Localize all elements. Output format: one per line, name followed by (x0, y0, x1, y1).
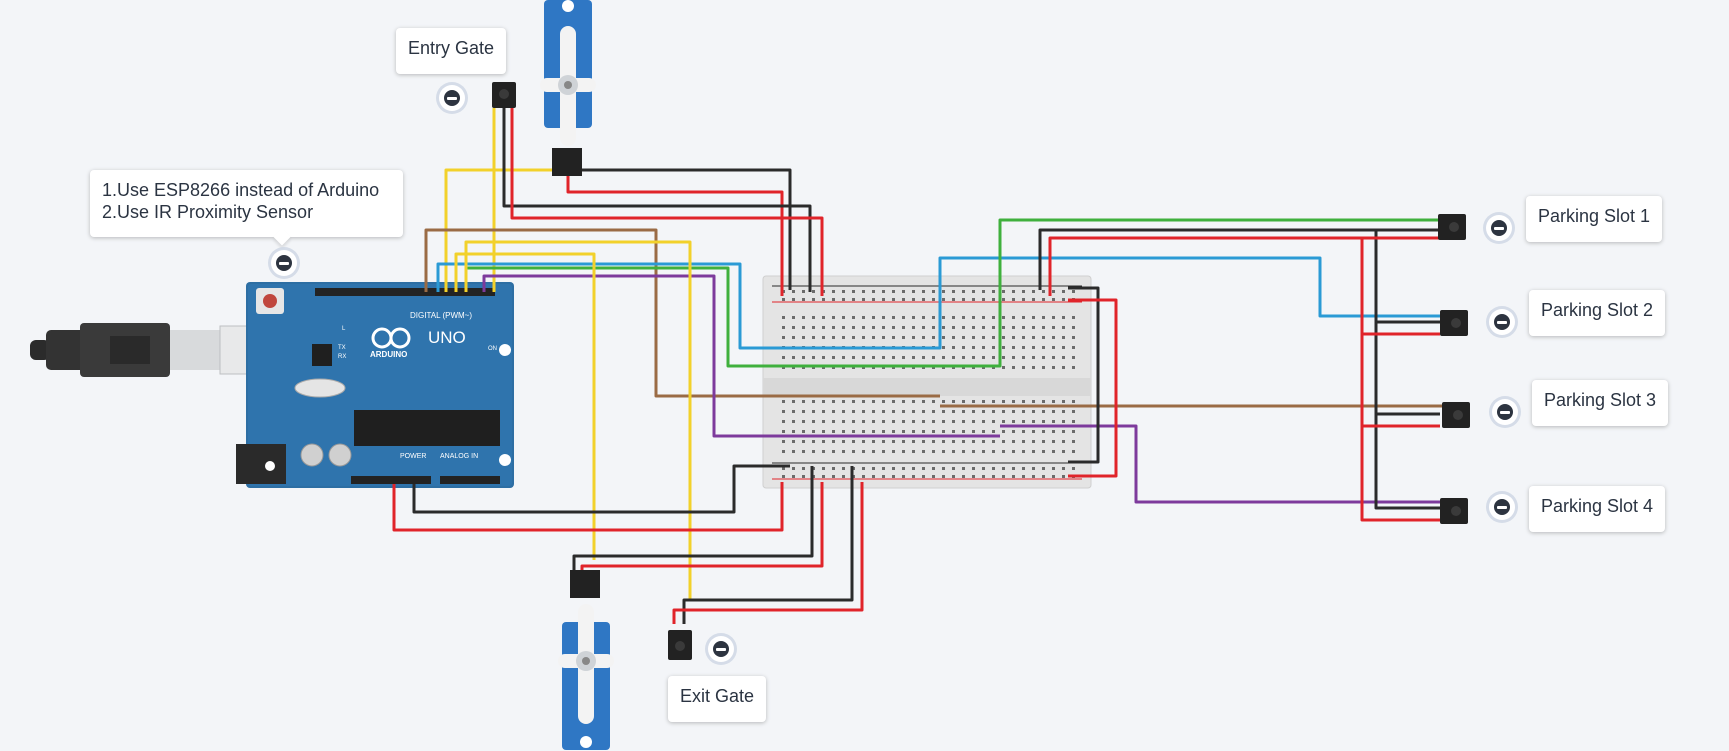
entry-gate-servo[interactable] (540, 0, 596, 176)
parking-slot-1-label[interactable]: Parking Slot 1 (1526, 196, 1663, 242)
parking-slot-4-label[interactable]: Parking Slot 4 (1529, 486, 1666, 532)
l-led-label: L (342, 326, 346, 332)
wire-entry-sensor-black[interactable] (502, 108, 812, 292)
design-note[interactable]: 1.Use ESP8266 instead of Arduino 2.Use I… (90, 170, 403, 246)
wire-purple[interactable] (482, 274, 1444, 504)
wire-rail-red-jumper[interactable] (1068, 298, 1118, 478)
wire-5v-arduino[interactable] (392, 482, 784, 532)
analog-in-label: ANALOG IN (440, 453, 478, 460)
parking-slot-3-text: Parking Slot 3 (1544, 390, 1657, 410)
slot2-ir-sensor[interactable] (1440, 310, 1468, 336)
wire-gnd-arduino[interactable] (412, 464, 790, 514)
wire-slot-black-bus[interactable] (1038, 228, 1440, 510)
note-line-1: 1.Use ESP8266 instead of Arduino (102, 180, 380, 200)
collapse-slot1-icon[interactable] (1486, 215, 1512, 241)
collapse-entry-gate-icon[interactable] (439, 85, 465, 111)
slot3-ir-sensor[interactable] (1442, 402, 1470, 428)
exit-gate-text: Exit Gate (680, 686, 755, 706)
arduino-brand: ARDUINO (370, 350, 407, 359)
collapse-slot3-icon[interactable] (1492, 399, 1518, 425)
arduino-model: UNO (428, 328, 466, 347)
on-led-label: ON (488, 346, 497, 352)
collapse-note-icon[interactable] (271, 250, 297, 276)
wire-rail-black-jumper[interactable] (1068, 286, 1100, 464)
collapse-exit-gate-icon[interactable] (708, 636, 734, 662)
digital-pwm-label: DIGITAL (PWM~) (410, 311, 472, 320)
wire-exit-servo-black[interactable] (572, 466, 814, 570)
arduino-uno-board[interactable]: ARDUINO UNO DIGITAL (PWM~) POWER ANALOG … (236, 282, 514, 488)
parking-slot-1-text: Parking Slot 1 (1538, 206, 1651, 226)
exit-gate-servo[interactable] (558, 570, 614, 750)
wire-exit-sensor-red[interactable] (672, 482, 864, 624)
wire-exit-sensor-black[interactable] (682, 466, 854, 624)
parking-slot-2-label[interactable]: Parking Slot 2 (1529, 290, 1666, 336)
exit-ir-sensor[interactable] (668, 630, 692, 660)
breadboard-holes[interactable] (782, 290, 1075, 478)
wire-entry-sensor-red[interactable] (510, 108, 824, 296)
parking-slot-2-text: Parking Slot 2 (1541, 300, 1654, 320)
parking-slot-3-label[interactable]: Parking Slot 3 (1532, 380, 1669, 426)
power-label: POWER (400, 453, 426, 460)
note-line-2: 2.Use IR Proximity Sensor (102, 202, 314, 222)
wire-yellow-exit-servo[interactable] (454, 252, 596, 560)
entry-gate-label[interactable]: Entry Gate (396, 28, 507, 74)
wire-servo-entry-red[interactable] (566, 168, 784, 296)
collapse-slot4-icon[interactable] (1489, 494, 1515, 520)
arduino-logo-icon (371, 327, 411, 349)
entry-ir-sensor[interactable] (492, 82, 516, 108)
exit-gate-label[interactable]: Exit Gate (668, 676, 767, 722)
entry-gate-text: Entry Gate (408, 38, 495, 58)
wire-blue[interactable] (436, 256, 1440, 350)
wire-servo-entry-yellow[interactable] (444, 168, 556, 292)
wire-slot-red-bus[interactable] (1048, 236, 1440, 522)
parking-slot-4-text: Parking Slot 4 (1541, 496, 1654, 516)
wire-exit-servo-red[interactable] (580, 482, 824, 570)
slot1-ir-sensor[interactable] (1438, 214, 1466, 240)
wire-brown[interactable] (424, 228, 1444, 408)
wires[interactable] (392, 108, 1444, 624)
slot4-ir-sensor[interactable] (1440, 498, 1468, 524)
breadboard[interactable] (762, 275, 1092, 489)
tx-led-label: TX (338, 345, 346, 351)
collapse-slot2-icon[interactable] (1489, 309, 1515, 335)
rx-led-label: RX (338, 354, 346, 360)
